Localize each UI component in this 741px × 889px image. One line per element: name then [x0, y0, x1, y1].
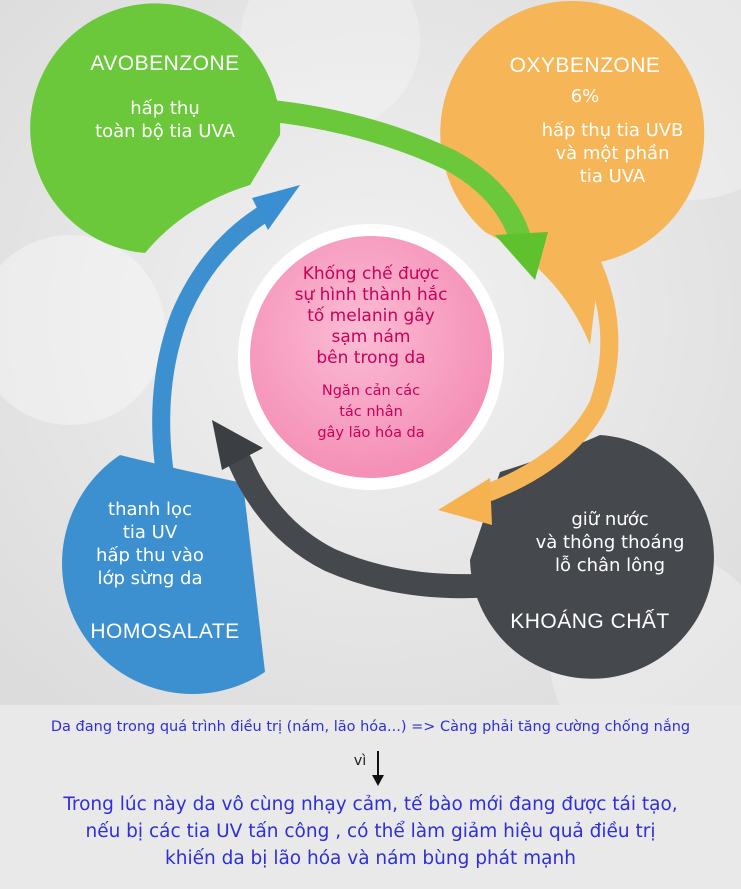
footer-statement: Da đang trong quá trình điều trị (nám, l… [50, 719, 691, 735]
footer-note: Da đang trong quá trình điều trị (nám, l… [0, 705, 741, 889]
dark-arrow-head [212, 420, 263, 470]
oxybenzone-percent: 6% [570, 86, 600, 107]
bg-bubble [0, 235, 165, 425]
green-arrow-head [495, 232, 548, 280]
oxybenzone-desc: hấp thụ tia UVB và một phần tia UVA [541, 120, 684, 187]
diagram-graphics [0, 0, 741, 705]
arrow-down-icon [372, 751, 384, 786]
homosalate-desc: thanh lọc tia UV hấp thu vào lớp sừng da [96, 499, 204, 589]
center-circle [250, 236, 492, 478]
blue-arrow-shaft [152, 201, 279, 569]
orange-lobe [440, 0, 705, 345]
orange-arrow-shaft [481, 246, 619, 501]
minerals-desc: giữ nước và thông thoáng lỗ chân lông [535, 509, 685, 576]
oxybenzone-title: OXYBENZONE [509, 54, 661, 77]
blue-arrow-head [252, 185, 300, 230]
footer-reason-line-3: khiến da bị lão hóa và nám bùng phát mạn… [165, 848, 576, 869]
footer-reason-line-2: nếu bị các tia UV tấn công , có thể làm … [85, 821, 656, 842]
center-benefit-melanin: Khống chế được sự hình thành hắc tố mela… [294, 264, 448, 368]
minerals-title: KHOÁNG CHẤT [510, 610, 670, 633]
green-arrow-shaft [94, 95, 531, 249]
blue-lobe [62, 455, 265, 694]
footer-reason-line-1: Trong lúc này da vô cùng nhạy cảm, tế bà… [63, 794, 678, 815]
center-benefit-aging: Ngăn cản các tác nhân gây lão hóa da [317, 383, 425, 441]
orange-arrow-head [438, 478, 492, 525]
homosalate-title: HOMOSALATE [90, 620, 240, 643]
green-lobe [30, 3, 281, 253]
avobenzone-desc: hấp thụ toàn bộ tia UVA [95, 98, 235, 142]
dark-arrow-shaft [228, 450, 602, 599]
avobenzone-title: AVOBENZONE [90, 52, 240, 75]
diagram: AVOBENZONE hấp thụ toàn bộ tia UVA OXYBE… [0, 0, 741, 705]
bg-bubble [240, 0, 420, 130]
because-label: vì [353, 753, 367, 769]
